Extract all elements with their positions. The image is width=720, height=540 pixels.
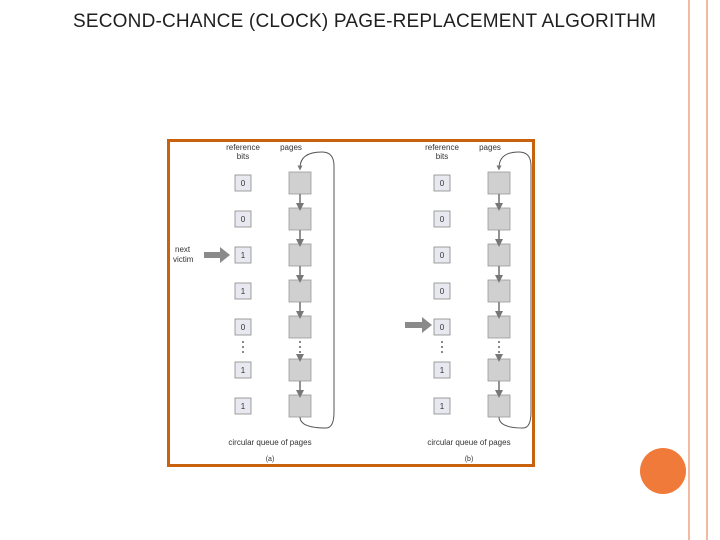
reference-bit-box-a-top-2 — [234, 246, 252, 264]
ellipsis-dot-a-0-1 — [242, 346, 244, 348]
page-frame-a-top-1 — [288, 207, 312, 231]
page-frame-a-top-3 — [288, 279, 312, 303]
ellipsis-dot-b-0-2 — [441, 351, 443, 353]
page-frame-b-top-3 — [487, 279, 511, 303]
decorative-line-2 — [706, 0, 708, 540]
panel-b: 0 0 0 0 0 1 1 — [433, 151, 532, 429]
ellipsis-dot-b-1-1 — [498, 346, 500, 348]
circular-loop-a — [297, 151, 335, 429]
reference-bit-box-a-bottom-1 — [234, 397, 252, 415]
reference-bit-box-b-top-4 — [433, 318, 451, 336]
reference-bit-b-bottom-0: 1 — [440, 366, 445, 375]
header-pages-a: pages — [280, 143, 302, 152]
ellipsis-dot-b-0-1 — [441, 346, 443, 348]
reference-bit-a-top-3: 1 — [241, 287, 246, 296]
next-victim-label-line2: victim — [173, 255, 194, 264]
page-frame-a-bottom-1 — [288, 394, 312, 418]
decorative-line-1 — [688, 0, 690, 540]
reference-bit-b-top-2: 0 — [440, 251, 445, 260]
next-victim-arrow-a — [204, 247, 230, 263]
header-bits-a: bits — [237, 152, 249, 161]
reference-bit-box-a-top-4 — [234, 318, 252, 336]
page-frame-b-top-4 — [487, 315, 511, 339]
page-frame-a-top-2 — [288, 243, 312, 267]
next-victim-label-line1: next — [175, 245, 191, 254]
panel-a: 0 0 1 1 0 1 1 — [234, 151, 335, 429]
page-frame-a-top-4 — [288, 315, 312, 339]
page-frame-a-top-0 — [288, 171, 312, 195]
reference-bit-b-top-1: 0 — [440, 215, 445, 224]
reference-bit-box-b-top-0 — [433, 174, 451, 192]
reference-bit-b-top-0: 0 — [440, 179, 445, 188]
next-victim-arrow-b — [405, 317, 432, 333]
header-bits-b: bits — [436, 152, 448, 161]
ellipsis-dot-a-1-0 — [299, 341, 301, 343]
page-frame-b-top-1 — [487, 207, 511, 231]
reference-bit-box-b-top-3 — [433, 282, 451, 300]
caption-b: (b) — [465, 456, 474, 463]
reference-bit-a-bottom-1: 1 — [241, 402, 246, 411]
page-frame-b-bottom-1 — [487, 394, 511, 418]
reference-bit-a-top-2: 1 — [241, 251, 246, 260]
reference-bit-a-top-1: 0 — [241, 215, 246, 224]
reference-bit-box-b-bottom-0 — [433, 361, 451, 379]
page-frame-b-top-0 — [487, 171, 511, 195]
decorative-orange-circle — [640, 448, 686, 494]
ellipsis-dot-b-0-0 — [441, 341, 443, 343]
reference-bit-b-top-4: 0 — [440, 323, 445, 332]
reference-bit-a-bottom-0: 1 — [241, 366, 246, 375]
reference-bit-box-b-top-2 — [433, 246, 451, 264]
ellipsis-dot-b-1-2 — [498, 351, 500, 353]
reference-bit-b-top-3: 0 — [440, 287, 445, 296]
reference-bit-box-b-bottom-1 — [433, 397, 451, 415]
header-reference-b: reference — [425, 143, 459, 152]
page-frame-a-bottom-0 — [288, 358, 312, 382]
reference-bit-box-a-top-3 — [234, 282, 252, 300]
clock-algorithm-figure: reference bits pages reference bits page… — [167, 139, 535, 467]
ellipsis-dot-a-1-1 — [299, 346, 301, 348]
reference-bit-a-top-0: 0 — [241, 179, 246, 188]
header-reference-a: reference — [226, 143, 260, 152]
ellipsis-dot-a-0-0 — [242, 341, 244, 343]
reference-bit-box-a-top-1 — [234, 210, 252, 228]
reference-bit-a-top-4: 0 — [241, 323, 246, 332]
footer-queue-a: circular queue of pages — [228, 438, 311, 447]
clock-diagram: reference bits pages reference bits page… — [173, 143, 532, 463]
reference-bit-box-b-top-1 — [433, 210, 451, 228]
page-frame-b-bottom-0 — [487, 358, 511, 382]
ellipsis-dot-a-0-2 — [242, 351, 244, 353]
circular-loop-b — [496, 151, 532, 429]
reference-bit-b-bottom-1: 1 — [440, 402, 445, 411]
footer-queue-b: circular queue of pages — [427, 438, 510, 447]
page-frame-b-top-2 — [487, 243, 511, 267]
reference-bit-box-a-bottom-0 — [234, 361, 252, 379]
header-pages-b: pages — [479, 143, 501, 152]
reference-bit-box-a-top-0 — [234, 174, 252, 192]
slide-title: SECOND-CHANCE (CLOCK) PAGE-REPLACEMENT A… — [73, 11, 657, 32]
ellipsis-dot-b-1-0 — [498, 341, 500, 343]
ellipsis-dot-a-1-2 — [299, 351, 301, 353]
caption-a: (a) — [266, 456, 275, 463]
